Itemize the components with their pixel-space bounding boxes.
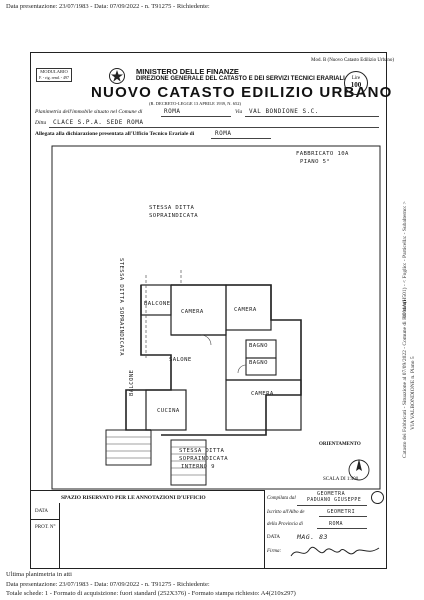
side-meta-b: VIA VALBONDIONE n. Piano 5 (410, 356, 416, 430)
bottom-note-3: INTERNO 9 (181, 464, 215, 470)
room-camera-3: CAMERA (251, 391, 274, 397)
side-meta-a: Catasto dei Fabbricati - Situazione al 0… (402, 201, 408, 458)
room-cucina: CUCINA (157, 408, 180, 414)
via-label: Via (235, 109, 243, 115)
header-meta: Data presentazione: 23/07/1983 - Data: 0… (6, 3, 210, 10)
price-label: Lire (351, 76, 361, 81)
footer-last-plan: Ultima planimetria in atti (6, 571, 72, 578)
compiler-date: MAG. 83 (297, 533, 328, 541)
other-firm-left: STESSA DITTA SOPRAINDICATA (118, 258, 124, 356)
modulario-label: MODULARIO (40, 69, 68, 74)
ditta-value: CLACE S.P.A. SEDE ROMA (53, 119, 144, 126)
office-date-label: DATA (35, 509, 48, 514)
room-balcone-top: BALCONE (144, 301, 171, 307)
floor-plan-drawing (51, 145, 381, 490)
ditta-underline (49, 127, 379, 128)
planimetry-label: Planimetria dell'immobile situato nel Co… (35, 109, 143, 115)
modulario-box: MODULARIO F. - rig. rend. - 497 (36, 68, 72, 82)
cadastral-form-sheet: MODULARIO F. - rig. rend. - 497 Mod. B (… (30, 52, 394, 569)
comune-underline (161, 116, 231, 117)
office-box-divider (59, 503, 60, 569)
direction: DIREZIONE GENERALE DEL CATASTO E DEI SER… (136, 76, 345, 82)
compiler-name: PADUANO GIUSEPPE (307, 498, 362, 503)
province-value: ROMA (329, 521, 344, 527)
modulario-code: F. - rig. rend. - 497 (38, 74, 70, 80)
price-stamp: Lire 100 (344, 71, 368, 95)
law-reference: (R. DECRETO-LEGGE 13 APRILE 1939, N. 652… (149, 101, 242, 106)
signature-scribble (290, 546, 380, 557)
room-balcone-left: BALCONE (129, 369, 135, 396)
other-firm-top-2: SOPRAINDICATA (149, 213, 198, 219)
scale-label: SCALA DI 1:400 (323, 477, 359, 482)
room-camera-2: CAMERA (234, 307, 257, 313)
compiler-stamp (371, 491, 384, 504)
model-label: Mod. B (Nuovo Catasto Edilizio Urbano) (311, 58, 395, 63)
office-box-hline (31, 519, 59, 520)
compiler-role: GEOMETRA (317, 491, 346, 497)
office-box-title: SPAZIO RISERVATO PER LE ANNOTAZIONI D'UF… (61, 495, 206, 501)
footer-line-2: Totale schede: 1 - Formato di acquisizio… (6, 590, 296, 597)
ditta-label: Ditta (35, 120, 47, 126)
floor-label: PIANO 5° (300, 159, 331, 165)
building-label: FABBRICATO 10A (296, 151, 349, 157)
compiler-date-label: DATA (267, 535, 280, 540)
form-title: NUOVO CATASTO EDILIZIO URBANO (91, 84, 393, 101)
albo-value: GEOMETRI (327, 509, 356, 515)
via-value: VAL BONDIONE S.C. (249, 108, 319, 115)
room-bagno-2: BAGNO (249, 360, 268, 366)
compiler-box: Compilata dal GEOMETRA PADUANO GIUSEPPE … (267, 491, 385, 568)
via-underline (245, 116, 379, 117)
room-bagno-1: BAGNO (249, 343, 268, 349)
ministry: MINISTERO DELLE FINANZE (136, 67, 239, 76)
attached-label: Allegata alla dichiarazione presentata a… (35, 131, 195, 137)
office-prot-label: PROT. N° (35, 525, 56, 530)
other-firm-top: STESSA DITTA (149, 205, 195, 211)
room-camera-1: CAMERA (181, 309, 204, 315)
province-label: della Provincia di (267, 522, 303, 527)
bottom-note-2: SOPRAINDICATA (179, 456, 228, 462)
footer-line-1: Data presentazione: 23/07/1983 - Data: 0… (6, 581, 210, 588)
signature-label: Firma: (267, 549, 282, 554)
comune-value: ROMA (164, 108, 181, 115)
office-annotation-box: SPAZIO RISERVATO PER LE ANNOTAZIONI D'UF… (31, 490, 265, 569)
office-value: ROMA (215, 130, 232, 137)
republic-emblem (108, 67, 126, 90)
office-underline (211, 138, 271, 139)
orientation-label: ORIENTAMENTO (319, 442, 361, 447)
albo-label: Iscritto all'Albo de (267, 510, 305, 515)
bottom-note-1: STESSA DITTA (179, 448, 225, 454)
room-salone: SALONE (169, 357, 192, 363)
compiler-label: Compilata dal (267, 496, 296, 501)
price-value: 100 (350, 81, 362, 89)
side-scale: 10 metri (402, 299, 408, 318)
